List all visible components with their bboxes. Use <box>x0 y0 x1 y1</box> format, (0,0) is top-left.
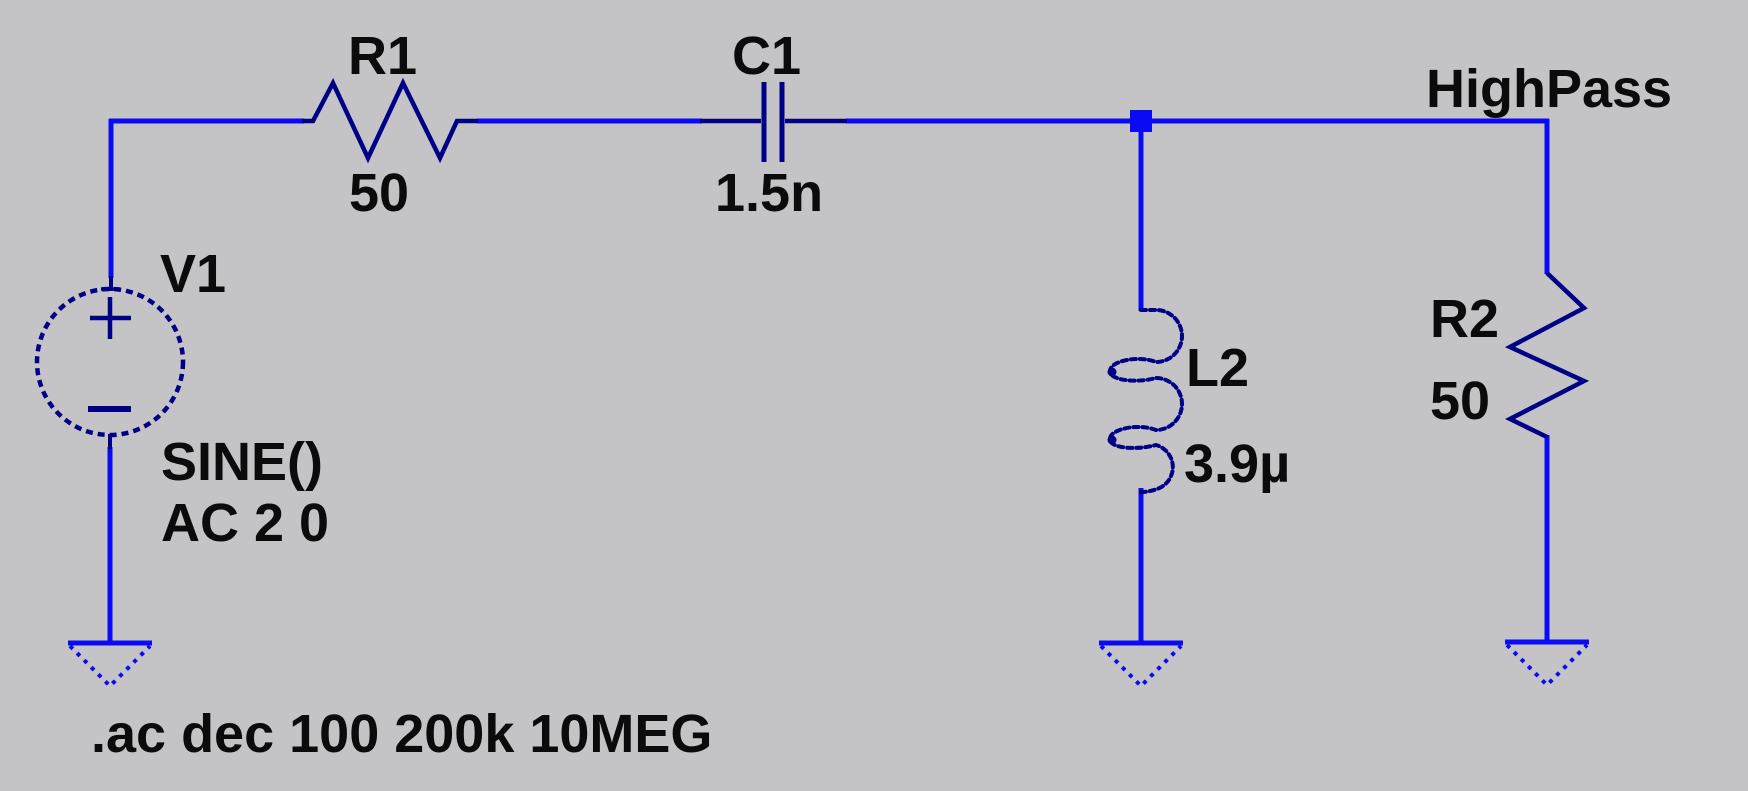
r2-value-label[interactable]: 50 <box>1430 371 1491 431</box>
c1-designator-label[interactable]: C1 <box>732 26 802 86</box>
r2-designator-label[interactable]: R2 <box>1430 289 1500 349</box>
resistor-r1-symbol[interactable] <box>302 77 478 164</box>
ground-symbol-r2[interactable] <box>1505 639 1589 688</box>
ground-symbol-v1[interactable] <box>68 640 152 689</box>
l2-loop-dot <box>1107 367 1117 377</box>
r2-zigzag <box>1504 271 1590 440</box>
l2-coil <box>1107 308 1184 494</box>
ground-triangle-icon <box>1099 644 1183 689</box>
l2-loop-dot <box>1107 435 1117 445</box>
r1-designator-label[interactable]: R1 <box>348 26 418 86</box>
c1-value-label[interactable]: 1.5n <box>715 163 824 223</box>
net-label-highpass[interactable]: HighPass <box>1426 59 1673 119</box>
ground-triangle-icon <box>1505 643 1589 688</box>
v1-param-ac-label[interactable]: AC 2 0 <box>161 493 330 553</box>
v1-param-sine-label[interactable]: SINE() <box>161 432 323 492</box>
inductor-l2-symbol[interactable] <box>1107 308 1184 494</box>
resistor-r2-symbol[interactable] <box>1504 271 1590 440</box>
capacitor-c1-symbol[interactable] <box>700 82 847 162</box>
r1-value-label[interactable]: 50 <box>349 163 410 223</box>
wires <box>107 110 1550 645</box>
l2-value-label[interactable]: 3.9µ <box>1184 434 1291 494</box>
r1-zigzag <box>302 77 478 164</box>
v1-designator-label[interactable]: V1 <box>160 244 227 304</box>
l2-designator-label[interactable]: L2 <box>1186 338 1250 398</box>
ground-triangle-icon <box>68 644 152 689</box>
wire-junction-dot <box>1130 110 1152 132</box>
ground-symbol-l2[interactable] <box>1099 640 1183 689</box>
spice-directive-text[interactable]: .ac dec 100 200k 10MEG <box>91 704 713 764</box>
voltage-source-v1-symbol[interactable] <box>34 276 186 449</box>
